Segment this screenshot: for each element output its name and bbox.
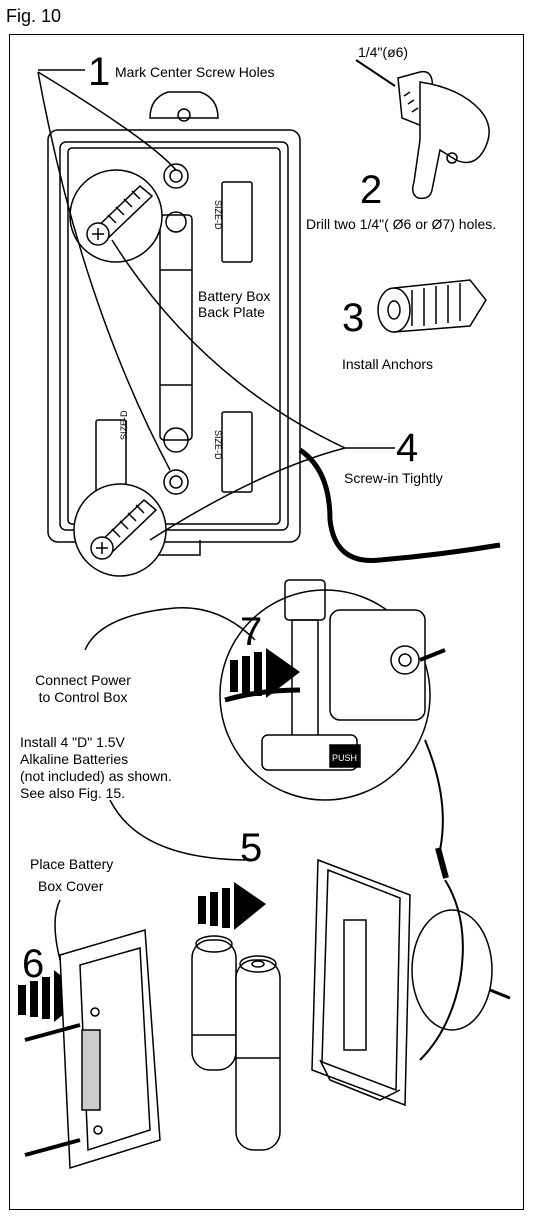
step-1-text: Mark Center Screw Holes (115, 64, 275, 80)
cord-lower (419, 879, 464, 1061)
batteries-line-2: Alkaline Batteries (20, 751, 129, 767)
battery-size-label-3: SIZE-D (119, 410, 129, 440)
leader-1c (37, 71, 177, 171)
cover-drawing (24, 929, 161, 1170)
battery-size-label-2: SIZE-D (213, 430, 223, 460)
arrow-5 (198, 882, 266, 930)
leader-1b (37, 71, 171, 471)
figure-frame (9, 34, 524, 1210)
leader-5 (109, 799, 251, 861)
step-2-text: Drill two 1/4"( Ø6 or Ø7) holes. (306, 216, 497, 232)
plug (435, 847, 449, 879)
step-2-number: 2 (360, 168, 383, 212)
cord (424, 739, 444, 851)
leader-4 (111, 239, 395, 449)
step-3-number: 3 (342, 296, 365, 340)
screw-detail-bottom (73, 483, 167, 577)
batteries-line-4: See also Fig. 15. (20, 785, 126, 801)
step-3-text: Install Anchors (342, 356, 434, 372)
back-plate-label: Back Plate (198, 304, 265, 320)
step-6-number: 6 (22, 942, 45, 986)
back-plate-drawing (47, 91, 301, 556)
cover-line-1: Place Battery (30, 856, 114, 872)
batteries-line-1: Install 4 "D" 1.5V (20, 734, 125, 750)
leader-6 (54, 899, 61, 961)
figure-label: Fig. 10 (6, 6, 62, 26)
step-4-text: Screw-in Tightly (344, 470, 443, 486)
arrow-7 (230, 648, 300, 698)
open-battery-box-drawing (311, 858, 511, 1107)
leader-4b (149, 447, 346, 541)
step-7-number: 7 (240, 610, 263, 654)
anchor-drawing (377, 279, 487, 333)
drill-bit-label: 1/4"(ø6) (358, 44, 409, 60)
leader-7 (84, 607, 256, 651)
control-box-drawing (219, 579, 446, 801)
screw-detail-top (69, 169, 163, 263)
push-label: PUSH (332, 753, 358, 763)
batteries-line-3: (not included) as shown. (20, 768, 172, 784)
batteries-drawing (191, 935, 281, 1151)
connect-power-line-1: Connect Power (35, 672, 131, 688)
step-5-number: 5 (240, 826, 263, 870)
cover-line-2: Box Cover (38, 878, 104, 894)
step-1-number: 1 (88, 50, 111, 94)
drill-drawing (355, 59, 490, 200)
battery-size-label-1: SIZE-D (213, 200, 223, 230)
cable (298, 447, 501, 563)
connect-power-line-2: to Control Box (38, 689, 128, 705)
step-4-number: 4 (396, 426, 419, 470)
battery-box-label: Battery Box (198, 288, 271, 304)
